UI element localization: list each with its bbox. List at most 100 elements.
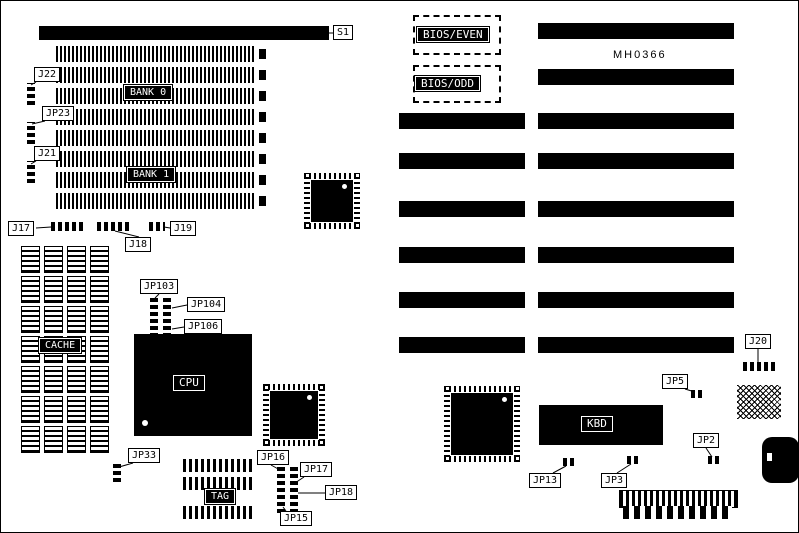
- isa-slot: [538, 292, 734, 308]
- label-jp23: JP23: [42, 106, 75, 121]
- isa-slot: [538, 153, 734, 169]
- cache-chip: [21, 276, 40, 303]
- label-j17: J17: [8, 221, 35, 236]
- qfp-die: [451, 393, 513, 455]
- cache-chip: [44, 426, 63, 453]
- isa-slot: [399, 247, 525, 263]
- jumper-block: [97, 222, 129, 231]
- isa-slot: [399, 113, 525, 129]
- qfp-pins-left: [304, 173, 310, 229]
- cache-chip: [90, 276, 109, 303]
- qfp-pin1-dot: [342, 184, 347, 189]
- leader-line: [171, 326, 185, 330]
- jumper-block: [113, 462, 121, 482]
- simm-socket: [56, 151, 256, 167]
- label-j18: J18: [125, 237, 152, 252]
- jumper-block: [563, 458, 577, 466]
- qfp-chip: [263, 384, 325, 446]
- label-bios-odd: BIOS/ODD: [414, 75, 481, 92]
- simm-socket: [56, 46, 256, 62]
- isa-slot: [538, 247, 734, 263]
- isa-slot: [538, 337, 734, 353]
- simm-socket: [56, 193, 256, 209]
- leader-line: [552, 465, 567, 474]
- simm-socket: [56, 109, 256, 125]
- isa-slot: [399, 153, 525, 169]
- label-cache: CACHE: [37, 337, 83, 354]
- label-jp16: JP16: [257, 450, 290, 465]
- part-number: MH0366: [613, 49, 667, 61]
- isa-slot: [538, 69, 734, 85]
- header-connector-teeth: [623, 506, 732, 519]
- tag-socket: [183, 477, 253, 490]
- cache-chip: [44, 366, 63, 393]
- label-j21: J21: [34, 146, 61, 161]
- leader-line: [616, 463, 632, 474]
- qfp-pin1-dot: [502, 397, 507, 402]
- label-bank1: BANK 1: [125, 166, 177, 183]
- cache-chip: [44, 246, 63, 273]
- cpu-chip: [134, 334, 252, 436]
- cache-chip: [90, 366, 109, 393]
- label-cpu: CPU: [173, 375, 205, 391]
- tag-socket: [183, 506, 253, 519]
- qfp-chip: [304, 173, 360, 229]
- simm-latch: [259, 112, 266, 122]
- jumper-block: [743, 362, 775, 371]
- label-jp13: JP13: [529, 473, 562, 488]
- cache-chip: [21, 336, 40, 363]
- label-jp103: JP103: [140, 279, 179, 294]
- simm-latch: [259, 70, 266, 80]
- label-jp33: JP33: [128, 448, 161, 463]
- isa-slot: [538, 23, 734, 39]
- cache-chip: [67, 396, 86, 423]
- cache-chip: [21, 246, 40, 273]
- cache-chip: [21, 306, 40, 333]
- label-jp104: JP104: [187, 297, 226, 312]
- jumper-block: [290, 467, 298, 513]
- cache-chip: [90, 306, 109, 333]
- qfp-pins-top: [304, 173, 360, 179]
- isa-slot: [399, 292, 525, 308]
- label-tag: TAG: [203, 488, 237, 505]
- label-bios-even: BIOS/EVEN: [416, 26, 490, 43]
- cache-chip: [67, 426, 86, 453]
- tag-socket: [183, 459, 253, 472]
- cache-chip: [21, 366, 40, 393]
- isa-slot: [399, 201, 525, 217]
- qfp-pins-right: [354, 173, 360, 229]
- label-bank0: BANK 0: [122, 84, 174, 101]
- qfp-pins-top: [444, 386, 520, 392]
- jumper-block: [277, 467, 285, 513]
- qfp-chip: [444, 386, 520, 462]
- label-jp2: JP2: [693, 433, 720, 448]
- leader-line: [171, 304, 188, 309]
- jumper-block: [627, 456, 641, 464]
- cache-chip: [21, 426, 40, 453]
- qfp-pins-bottom: [444, 456, 520, 462]
- qfp-pin1-dot: [307, 395, 312, 400]
- isa-slot: [538, 201, 734, 217]
- label-jp18: JP18: [325, 485, 358, 500]
- cache-chip: [67, 246, 86, 273]
- label-jp5: JP5: [662, 374, 689, 389]
- label-jp3: JP3: [601, 473, 628, 488]
- jumper-block: [51, 222, 83, 231]
- qfp-pins-right: [514, 386, 520, 462]
- label-jp106: JP106: [184, 319, 223, 334]
- qfp-pins-bottom: [304, 223, 360, 229]
- jumper-block: [27, 161, 35, 183]
- cache-chip: [44, 396, 63, 423]
- qfp-pins-left: [444, 386, 450, 462]
- isa-slot: [399, 337, 525, 353]
- simm-latch: [259, 154, 266, 164]
- cpu-pin1-dot: [142, 420, 148, 426]
- isa-slot: [538, 113, 734, 129]
- cache-chip: [90, 246, 109, 273]
- cache-chip: [67, 276, 86, 303]
- cache-chip: [90, 396, 109, 423]
- qfp-pins-left: [263, 384, 269, 446]
- simm-latch: [259, 91, 266, 101]
- simm-latch: [259, 133, 266, 143]
